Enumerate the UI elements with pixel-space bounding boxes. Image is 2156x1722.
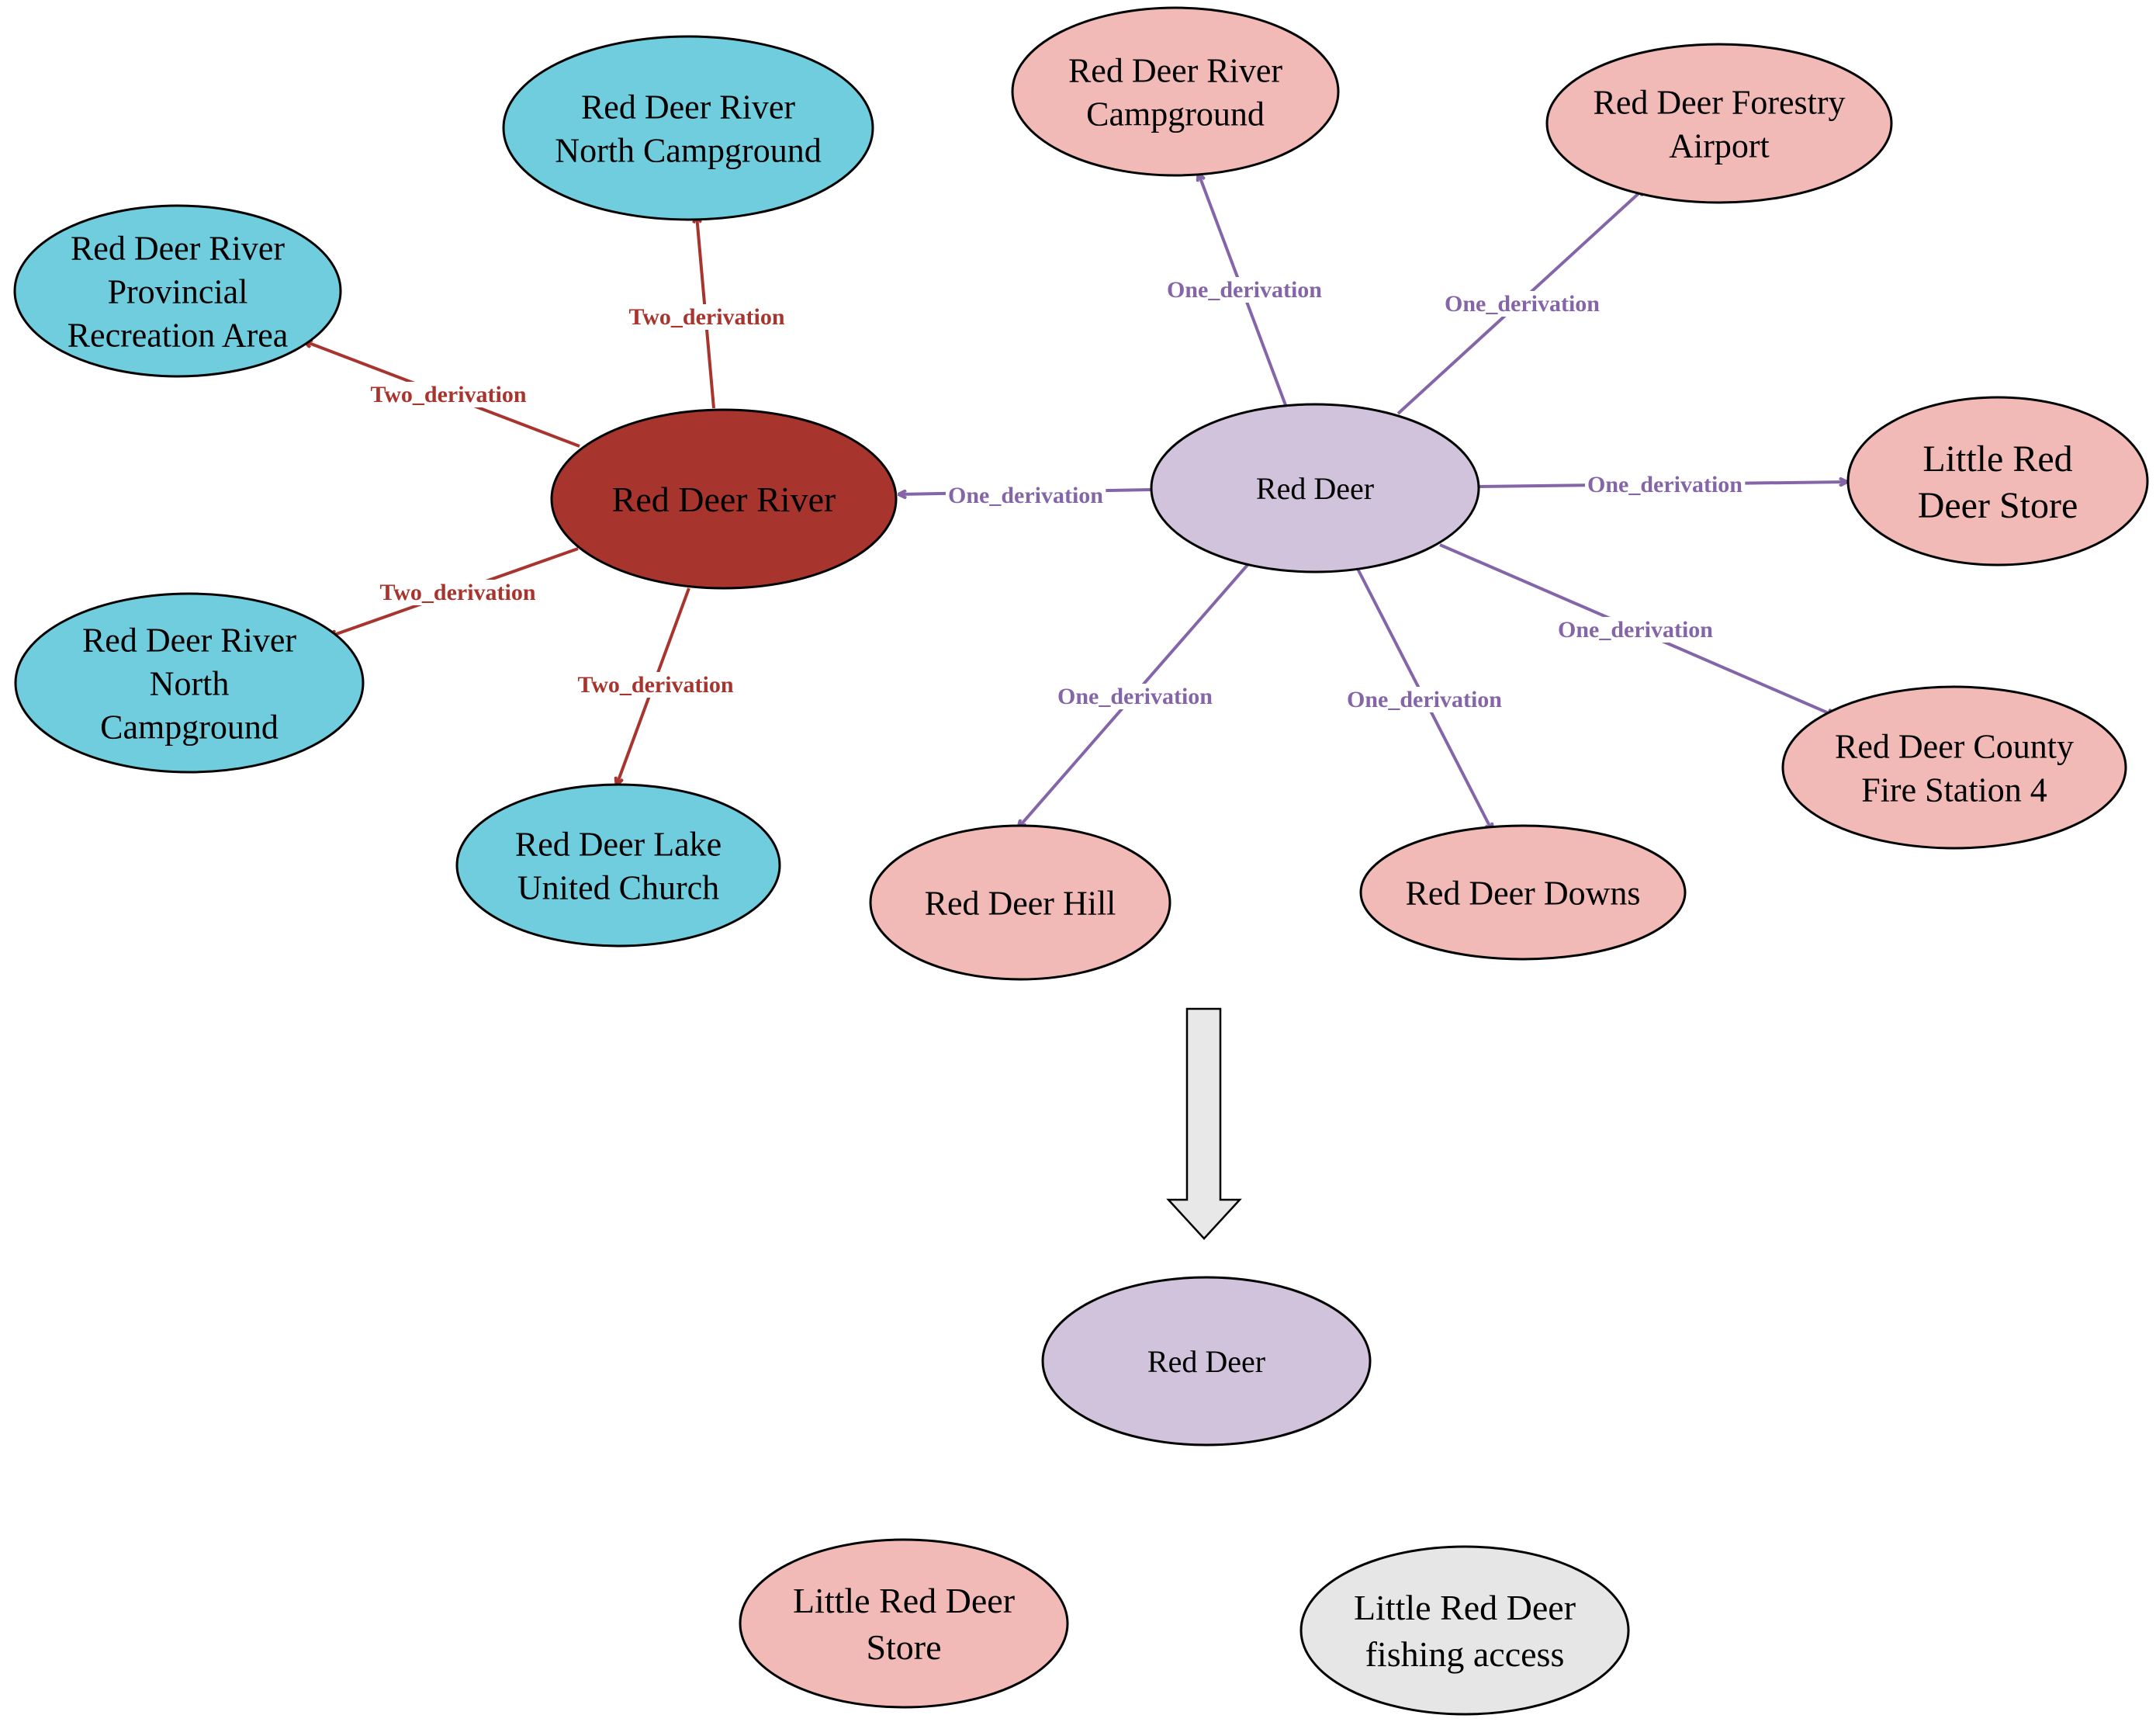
edge-red-deer-to-fire-station: One_derivation — [1439, 543, 1834, 715]
node-label-line: Red Deer Lake — [515, 825, 722, 863]
node-label-line: Red Deer — [1256, 471, 1374, 506]
edge-label: One_derivation — [1558, 617, 1713, 643]
edge-label-background — [946, 483, 1106, 508]
node-label-line: North — [150, 664, 230, 702]
edge-label-background — [1055, 684, 1216, 709]
edge-label: Two_derivation — [577, 672, 733, 698]
node-label-line: Little Red Deer — [793, 1581, 1015, 1620]
edge-red-deer-to-red-deer-river: One_derivation — [899, 483, 1152, 508]
node-label-line: Red Deer Downs — [1405, 874, 1640, 912]
edge-river-to-lake-church: Two_derivation — [575, 587, 736, 785]
node-label-line: Little Red — [1922, 438, 2072, 480]
edge-label-background — [1585, 472, 1746, 497]
node-label-line: Red Deer Hill — [925, 884, 1116, 922]
node-label-line: Red Deer Forestry — [1593, 83, 1845, 121]
node-label-line: Red Deer River — [71, 229, 285, 267]
edge-label-background — [575, 672, 736, 698]
edge-label-background — [368, 382, 529, 407]
node-label: Red Deer — [1256, 471, 1374, 506]
down-arrow-icon — [1166, 1007, 1242, 1240]
edge-label: One_derivation — [1587, 472, 1742, 497]
node-label-line: Campground — [1086, 95, 1265, 133]
node-label-line: Provincial — [108, 272, 248, 310]
node-label-line: Red Deer River — [1068, 51, 1282, 89]
edge-red-deer-to-forestry-airport: One_derivation — [1396, 189, 1644, 415]
result-node-fishing-access: Little Red Deer fishing access — [1299, 1545, 1630, 1716]
edge-label-background — [377, 580, 538, 605]
node-label-line: Red Deer River — [581, 88, 795, 126]
edge-red-deer-to-downs: One_derivation — [1344, 568, 1505, 830]
node-label-line: Deer Store — [1918, 485, 2078, 526]
edge-label-background — [1165, 277, 1325, 303]
node-label: Red Deer River — [612, 480, 836, 519]
node-red-deer-downs: Red Deer Downs — [1359, 824, 1687, 961]
edge-label-background — [1556, 617, 1716, 643]
edge-river-to-north-campground-top: Two_derivation — [626, 216, 787, 409]
node-label: Little Red Deer fishing access — [1354, 1588, 1576, 1674]
node-red-deer: Red Deer — [1150, 403, 1480, 573]
node-label-line: Red Deer — [1147, 1344, 1265, 1379]
node-label-line: fishing access — [1365, 1634, 1565, 1674]
node-label: Red Deer — [1147, 1344, 1265, 1379]
edge-label: Two_derivation — [370, 382, 526, 407]
edge-label: One_derivation — [948, 483, 1103, 508]
node-red-deer-hill: Red Deer Hill — [869, 824, 1171, 981]
edge-river-to-north-campground-left: Two_derivation — [330, 547, 579, 636]
edge-river-to-provincial: Two_derivation — [305, 341, 580, 448]
node-label-line: Store — [866, 1627, 941, 1667]
node-label-line: Little Red Deer — [1354, 1588, 1576, 1627]
edge-label: One_derivation — [1167, 277, 1322, 303]
node-label-line: Fire Station 4 — [1861, 771, 2047, 809]
edge-red-deer-to-hill: One_derivation — [1019, 563, 1249, 827]
edge-label: One_derivation — [1057, 684, 1213, 709]
edge-red-deer-to-river-campground: One_derivation — [1165, 174, 1325, 406]
edge-label-background — [626, 304, 787, 330]
node-label: Red Deer Downs — [1405, 874, 1640, 912]
node-label-line: Red Deer County — [1835, 727, 2074, 765]
edge-red-deer-to-little-store: One_derivation — [1478, 472, 1846, 497]
node-label-line: Recreation Area — [67, 316, 289, 354]
edge-label: One_derivation — [1445, 291, 1600, 317]
node-label-line: North Campground — [555, 131, 821, 169]
edge-label: Two_derivation — [628, 304, 784, 330]
node-label-line: Red Deer River — [612, 480, 836, 519]
node-label-line: United Church — [517, 868, 719, 906]
node-label-line: Red Deer River — [82, 621, 296, 659]
node-label-line: Campground — [100, 708, 279, 746]
result-node-red-deer: Red Deer — [1041, 1276, 1372, 1447]
edge-label: Two_derivation — [379, 580, 535, 605]
node-red-deer-river: Red Deer River — [550, 408, 898, 590]
node-label: Red Deer Hill — [925, 884, 1116, 922]
node-label-line: Airport — [1669, 126, 1770, 165]
edge-label-background — [1344, 687, 1505, 712]
edge-label: One_derivation — [1347, 687, 1502, 712]
edge-label-background — [1442, 291, 1603, 317]
